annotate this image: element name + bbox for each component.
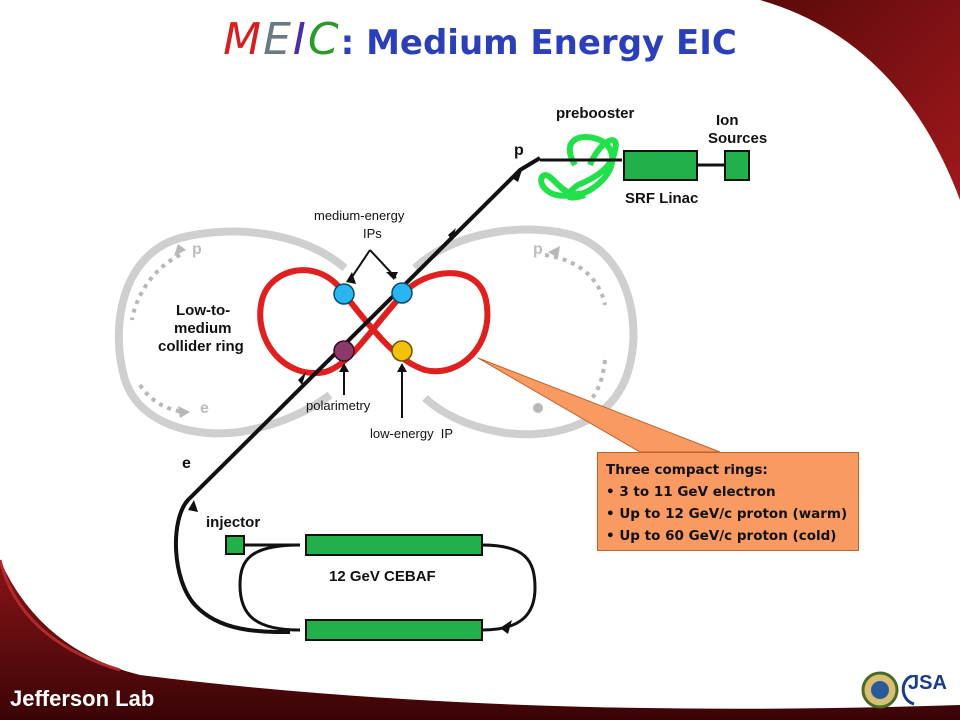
beam-arrow-icon bbox=[188, 500, 198, 512]
jsa-logo: JSA bbox=[908, 672, 947, 694]
cebaf-label: 12 GeV CEBAF bbox=[329, 568, 436, 585]
logo-letter: M bbox=[223, 14, 264, 65]
collider-ring-label-line1: Low-to- bbox=[176, 302, 231, 319]
low-energy-ip-label: low-energy IP bbox=[370, 426, 454, 441]
ion-sources-box bbox=[724, 150, 750, 181]
proton-label-right: p bbox=[533, 241, 543, 258]
logo-letter: I bbox=[292, 14, 308, 65]
ion-sources-label-line2: Sources bbox=[708, 130, 768, 147]
beam-line bbox=[173, 156, 542, 634]
logo-letter: C bbox=[307, 14, 341, 65]
beam-arrow-icon bbox=[448, 228, 456, 240]
cebaf-linac-top bbox=[305, 534, 483, 556]
polarimetry-label: polarimetry bbox=[306, 398, 371, 413]
proton-marker-icon bbox=[533, 403, 543, 413]
footer-swoosh bbox=[0, 560, 960, 720]
medium-energy-ip-left bbox=[333, 283, 355, 305]
logo-letter: E bbox=[263, 14, 293, 65]
corner-swoosh-top bbox=[760, 0, 960, 200]
electron-label-lower: e bbox=[182, 455, 191, 472]
injector-label: injector bbox=[206, 514, 261, 531]
proton-arrow-icon bbox=[174, 244, 186, 256]
electron-label-ring: e bbox=[200, 400, 209, 417]
proton-arrow-icon bbox=[178, 406, 190, 418]
proton-ring-left-arc bbox=[114, 227, 348, 438]
prebooster-label: prebooster bbox=[556, 105, 635, 122]
proton-direction-dashes bbox=[130, 253, 607, 414]
collider-ring-label-line2: medium bbox=[174, 320, 232, 337]
cebaf-arrow-icon bbox=[500, 620, 512, 634]
cebaf-racetrack bbox=[238, 543, 537, 632]
slide-title: MEIC: Medium Energy EIC bbox=[0, 14, 960, 65]
title-text: : Medium Energy EIC bbox=[340, 23, 737, 63]
jefferson-lab-logo: Jefferson Lab bbox=[10, 686, 155, 711]
ion-sources-label-line1: Ion bbox=[716, 112, 739, 129]
prebooster-ring bbox=[538, 134, 619, 201]
beam-arrow-icon bbox=[512, 170, 522, 182]
srf-linac-label: SRF Linac bbox=[625, 190, 699, 207]
proton-label-top: p bbox=[514, 142, 524, 159]
callout-box: Three compact rings: • 3 to 11 GeV elect… bbox=[597, 452, 859, 551]
beam-arrow-icon bbox=[298, 372, 306, 385]
callout-bullet-1: • 3 to 11 GeV electron bbox=[606, 484, 776, 500]
footer-swoosh-edge bbox=[0, 559, 121, 672]
collider-ring-label-line3: collider ring bbox=[158, 338, 244, 355]
electron-ring bbox=[257, 267, 491, 377]
polarimetry-marker bbox=[333, 340, 355, 362]
medium-ips-label-line2: IPs bbox=[363, 226, 382, 241]
srf-linac-box bbox=[623, 150, 698, 181]
cebaf-linac-bottom bbox=[305, 619, 483, 641]
callout-bullet-3: • Up to 60 GeV/c proton (cold) bbox=[606, 528, 837, 544]
medium-energy-ip-right bbox=[391, 282, 413, 304]
proton-label-left: p bbox=[192, 241, 202, 258]
meic-logo: MEIC bbox=[223, 14, 341, 65]
low-energy-ip-marker bbox=[391, 340, 413, 362]
injector-box bbox=[225, 535, 245, 555]
proton-arrow-icon bbox=[548, 246, 560, 258]
proton-ring-right-arc bbox=[412, 225, 638, 439]
medium-ips-label-line1: medium-energy bbox=[314, 208, 405, 223]
electron-transfer-line bbox=[173, 156, 542, 634]
callout-heading: Three compact rings: bbox=[606, 462, 768, 478]
callout-bullet-2: • Up to 12 GeV/c proton (warm) bbox=[606, 506, 848, 522]
proton-ring bbox=[114, 225, 638, 439]
